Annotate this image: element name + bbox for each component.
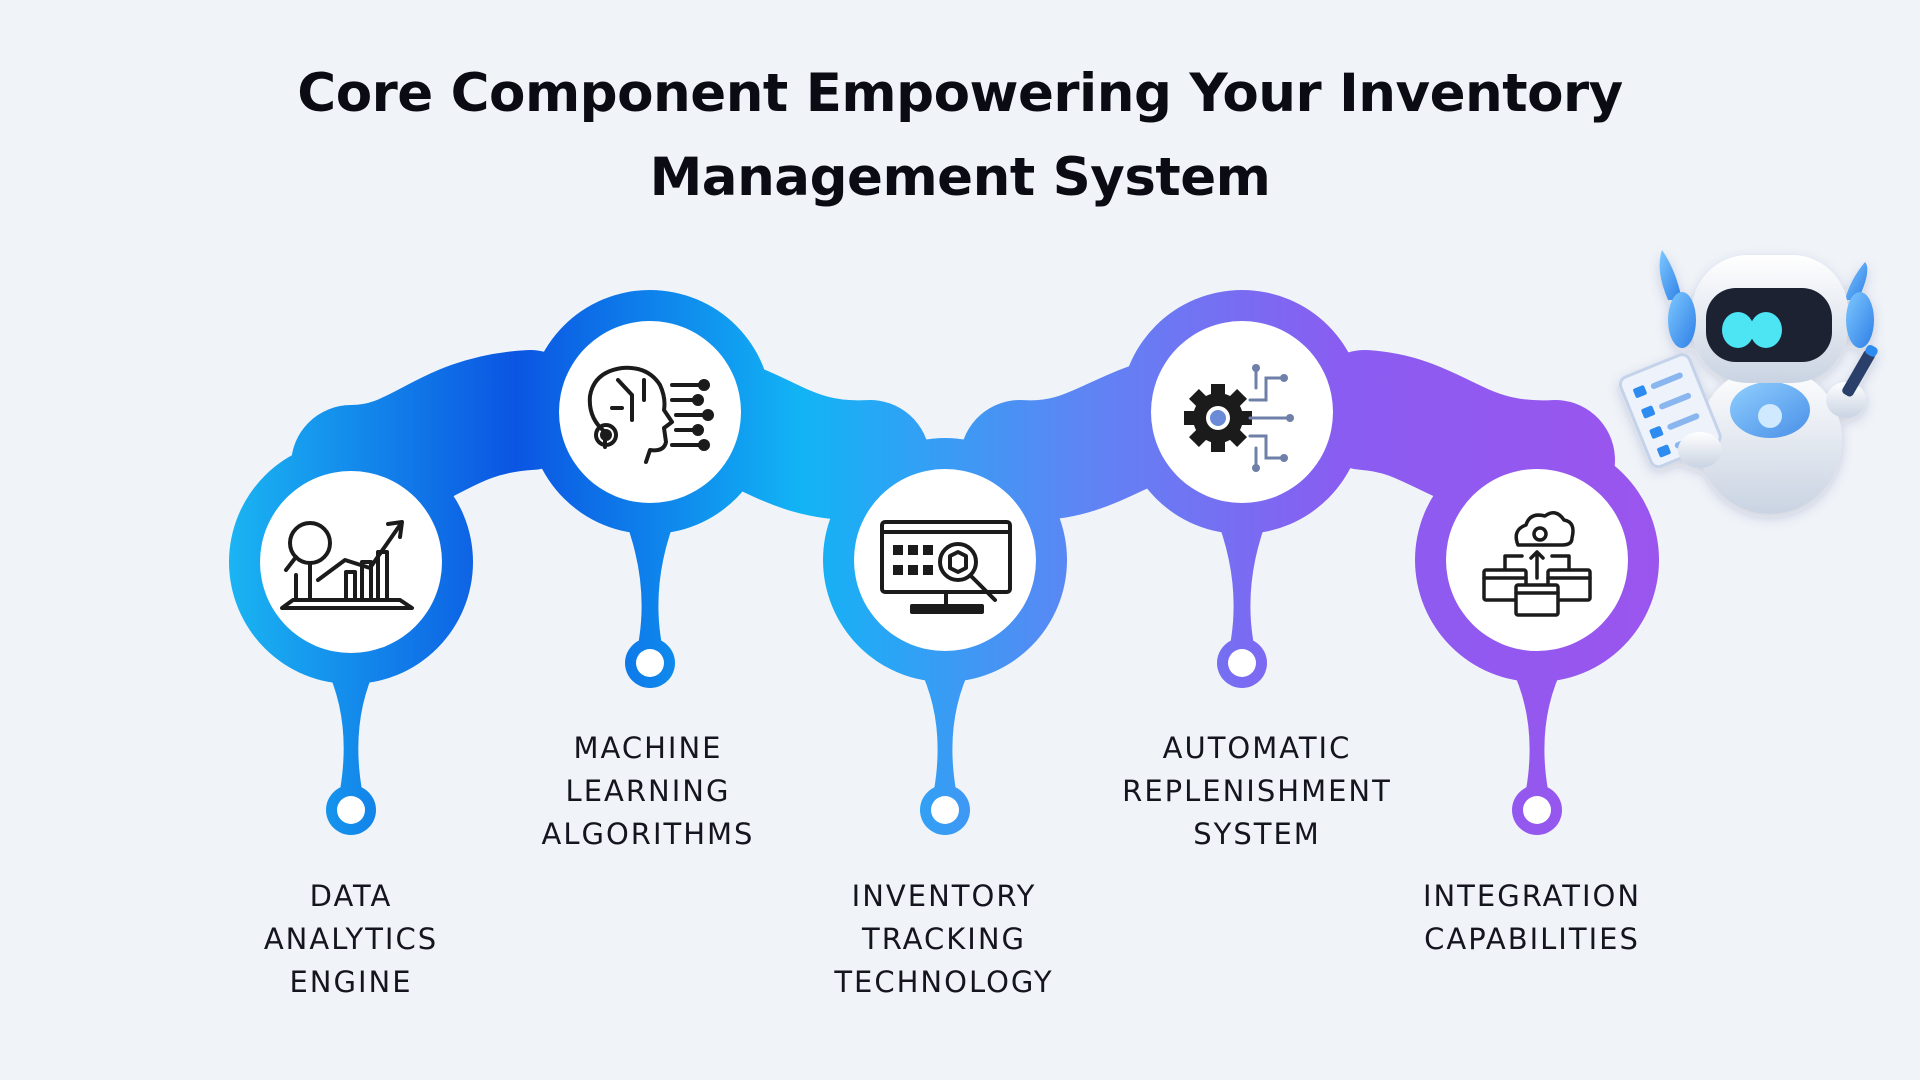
- step-label-2: MACHINE LEARNING ALGORITHMS: [541, 731, 755, 851]
- robot-checklist-icon: [1618, 250, 1878, 514]
- step-label-3: INVENTORY TRACKING TECHNOLOGY: [834, 879, 1054, 999]
- title-line-2: Management System: [649, 147, 1271, 208]
- title-line-1: Core Component Empowering Your Inventory: [297, 63, 1623, 124]
- step-label-5: INTEGRATION CAPABILITIES: [1422, 879, 1642, 956]
- node-4: [1120, 290, 1364, 688]
- gear-circuit-icon: [1184, 364, 1294, 472]
- node-3: [823, 438, 1067, 835]
- analytics-chart-icon: [280, 520, 414, 610]
- node-1: [229, 440, 473, 835]
- wave-band: [229, 290, 1659, 835]
- step-label-4: AUTOMATIC REPLENISHMENT SYSTEM: [1122, 731, 1392, 851]
- ai-brain-head-icon: [587, 365, 714, 464]
- monitor-inventory-search-icon: [880, 520, 1012, 614]
- step-label-1: DATA ANALYTICS ENGINE: [263, 879, 439, 999]
- page-title: Core Component Empowering Your Inventory…: [0, 52, 1920, 220]
- node-5: [1415, 438, 1659, 835]
- cloud-integration-icon: [1482, 511, 1592, 617]
- node-2: [528, 290, 772, 688]
